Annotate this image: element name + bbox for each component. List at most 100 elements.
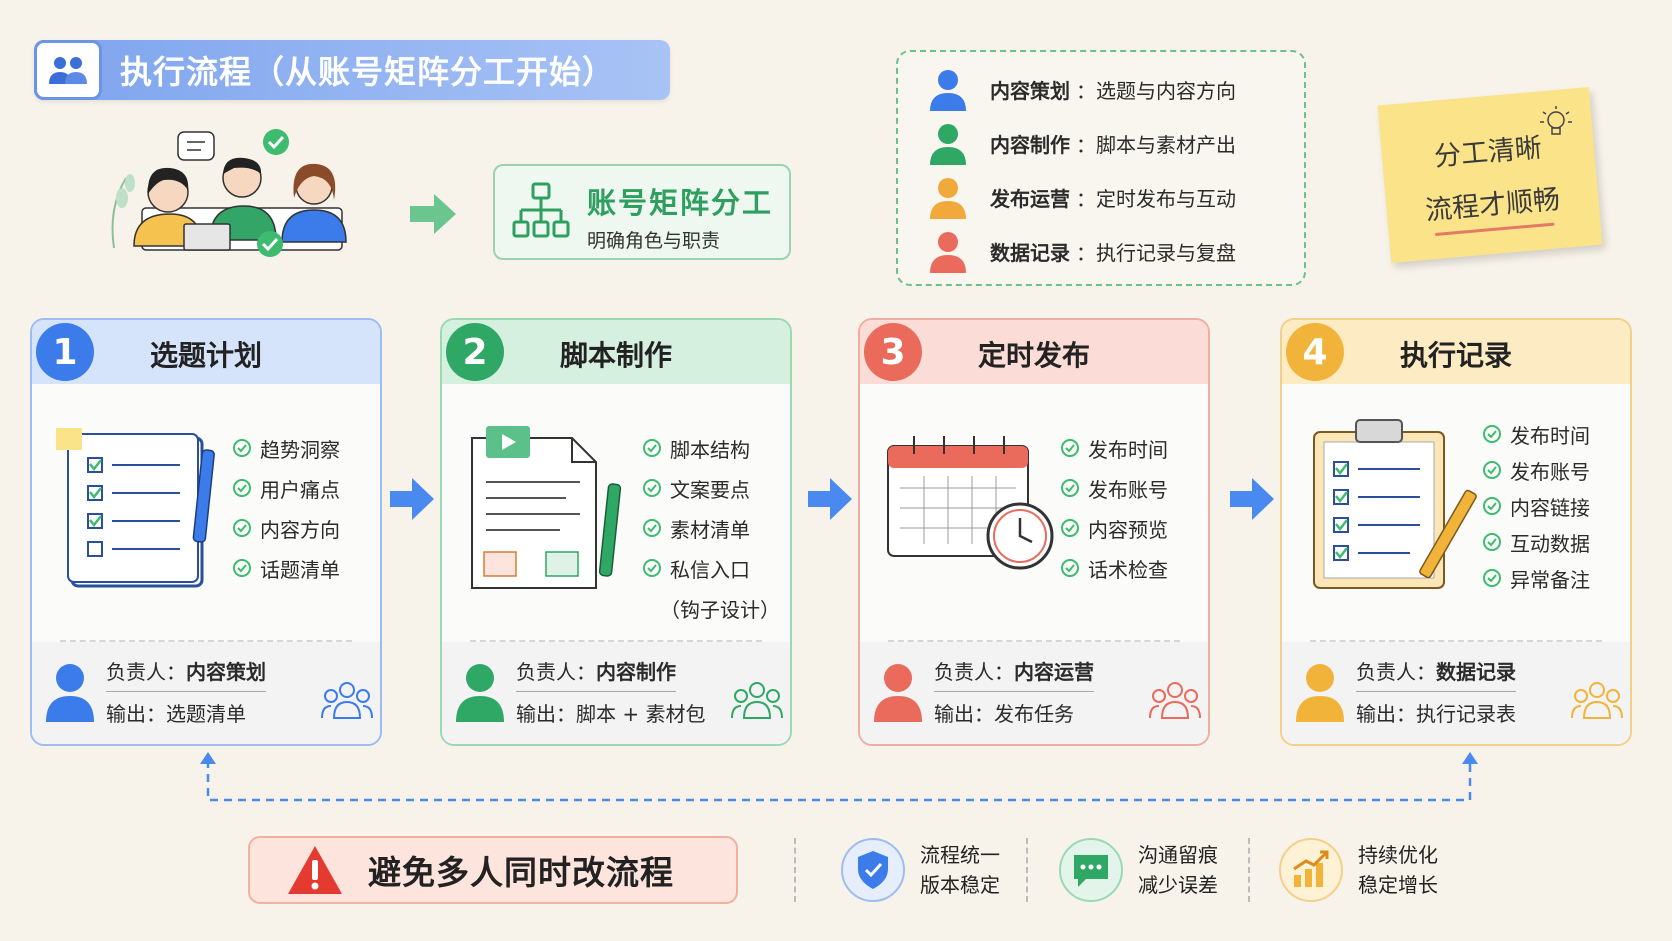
benefit-line1: 持续优化	[1358, 843, 1438, 867]
output-line: 输出：发布任务	[934, 702, 1074, 726]
legend-desc: ：选题与内容方向	[1076, 78, 1236, 103]
benefit-item: 沟通留痕减少误差	[1058, 834, 1218, 906]
card-footer: 负责人：内容运营 输出：发布任务	[860, 642, 1208, 744]
check-circle-icon	[1483, 533, 1501, 551]
assign-title: 账号矩阵分工	[587, 186, 774, 220]
legend-row: 数据记录：执行记录与复盘	[928, 226, 1236, 276]
account-matrix-box: 账号矩阵分工 明确角色与职责	[493, 164, 791, 260]
calendar-clock-icon	[887, 436, 1054, 570]
benefit-line1: 流程统一	[920, 843, 1000, 867]
card-header: 3 定时发布	[860, 320, 1208, 384]
benefit-line2: 版本稳定	[920, 873, 1000, 897]
step-number: 4	[1286, 323, 1344, 381]
check-item: 内容链接	[1482, 488, 1590, 524]
group-icon	[731, 682, 783, 719]
step-title: 选题计划	[149, 339, 262, 372]
benefit-line2: 稳定增长	[1358, 873, 1438, 897]
owner-label: 负责人：	[516, 660, 596, 684]
legend-role: 发布运营	[990, 186, 1070, 211]
card-header: 2 脚本制作	[442, 320, 790, 384]
owner-label: 负责人：	[1356, 660, 1436, 684]
owner-line: 负责人：内容策划	[106, 656, 266, 692]
step-number: 3	[864, 323, 922, 381]
check-circle-icon	[643, 559, 661, 577]
person-red-icon	[874, 664, 922, 722]
shield-check-icon	[841, 838, 905, 902]
person-orange-icon	[1296, 664, 1344, 722]
team-icon	[34, 40, 102, 100]
check-label: 发布账号	[1510, 459, 1590, 484]
benefit-item: 持续优化稳定增长	[1278, 834, 1438, 906]
warning-banner: 避免多人同时改流程	[248, 836, 738, 904]
step-card-1: 1 选题计划 趋势洞察 用户痛点 内容方向 话题清单 负责人：内容策划 输出：选…	[30, 318, 382, 746]
check-circle-icon	[233, 479, 251, 497]
lightbulb-icon	[1540, 106, 1572, 135]
check-label: 用户痛点	[260, 477, 340, 502]
check-label: 发布时间	[1088, 437, 1168, 462]
chat-bubble-icon	[1059, 838, 1123, 902]
check-label: 内容链接	[1510, 495, 1590, 520]
title-bar: 执行流程（从账号矩阵分工开始）	[34, 40, 670, 100]
warning-text: 避免多人同时改流程	[368, 853, 674, 892]
check-item: 话术检查	[1060, 548, 1168, 588]
owner-label: 负责人：	[934, 660, 1014, 684]
check-label: 异常备注	[1510, 567, 1590, 592]
check-item: 内容预览	[1060, 508, 1168, 548]
legend-row: 内容制作：脚本与素材产出	[928, 118, 1236, 168]
benefit-item: 流程统一版本稳定	[840, 834, 1000, 906]
step-card-3: 3 定时发布 发布时间 发布账号 内容预览 话术检查 负责人：内容运营 输出：发…	[858, 318, 1210, 746]
clipboard-checklist-icon	[1313, 419, 1477, 589]
feedback-loop-line	[200, 752, 1478, 802]
check-label: 发布账号	[1088, 477, 1168, 502]
card-footer: 负责人：数据记录 输出：执行记录表	[1282, 642, 1630, 744]
card-header: 1 选题计划	[32, 320, 380, 384]
check-item: 话题清单	[232, 548, 340, 588]
step-card-4: 4 执行记录 发布时间 发布账号 内容链接 互动数据 异常备注 负责人：数据记录…	[1280, 318, 1632, 746]
card-footer: 负责人：内容制作 输出：脚本 + 素材包	[442, 642, 790, 744]
check-item: 脚本结构	[642, 428, 780, 468]
check-circle-icon	[1061, 439, 1079, 457]
check-item: 素材清单	[642, 508, 780, 548]
check-item: 发布账号	[1482, 452, 1590, 488]
legend-role: 数据记录	[990, 240, 1070, 265]
check-label: 脚本结构	[670, 437, 750, 462]
owner-line: 负责人：数据记录	[1356, 656, 1516, 692]
owner-role: 内容运营	[1014, 660, 1094, 684]
check-item: 文案要点	[642, 468, 780, 508]
check-note: （钩子设计）	[660, 597, 780, 622]
check-item: 内容方向	[232, 508, 340, 548]
divider	[1248, 838, 1250, 902]
card-separator	[470, 640, 762, 642]
person-orange-icon	[930, 178, 966, 219]
check-label: 话题清单	[260, 557, 340, 582]
check-label: 私信入口	[670, 557, 750, 582]
step-number: 1	[36, 323, 94, 381]
divider	[1026, 838, 1028, 902]
check-circle-icon	[643, 479, 661, 497]
check-circle-icon	[1483, 461, 1501, 479]
check-circle-icon	[1061, 519, 1079, 537]
check-item: 用户痛点	[232, 468, 340, 508]
growth-chart-icon	[1279, 838, 1343, 902]
check-circle-icon	[643, 519, 661, 537]
person-green-icon	[456, 664, 504, 722]
legend-row: 内容策划：选题与内容方向	[928, 64, 1236, 114]
check-circle-icon	[1483, 569, 1501, 587]
person-green-icon	[930, 124, 966, 165]
group-icon	[1149, 682, 1201, 719]
arrow-right-icon	[390, 478, 434, 520]
check-circle-icon	[233, 439, 251, 457]
legend-desc: ：脚本与素材产出	[1076, 132, 1236, 157]
check-item: 私信入口	[642, 548, 780, 588]
check-label: 趋势洞察	[260, 437, 340, 462]
owner-role: 内容制作	[596, 660, 676, 684]
person-blue-icon	[930, 70, 966, 111]
checklist: 趋势洞察 用户痛点 内容方向 话题清单	[232, 428, 340, 588]
owner-line: 负责人：内容制作	[516, 656, 676, 692]
person-blue-icon	[46, 664, 94, 722]
group-icon	[1571, 682, 1623, 719]
step-title: 脚本制作	[559, 339, 672, 372]
check-label: 互动数据	[1510, 531, 1590, 556]
check-circle-icon	[1483, 497, 1501, 515]
legend-desc: ：定时发布与互动	[1076, 186, 1236, 211]
